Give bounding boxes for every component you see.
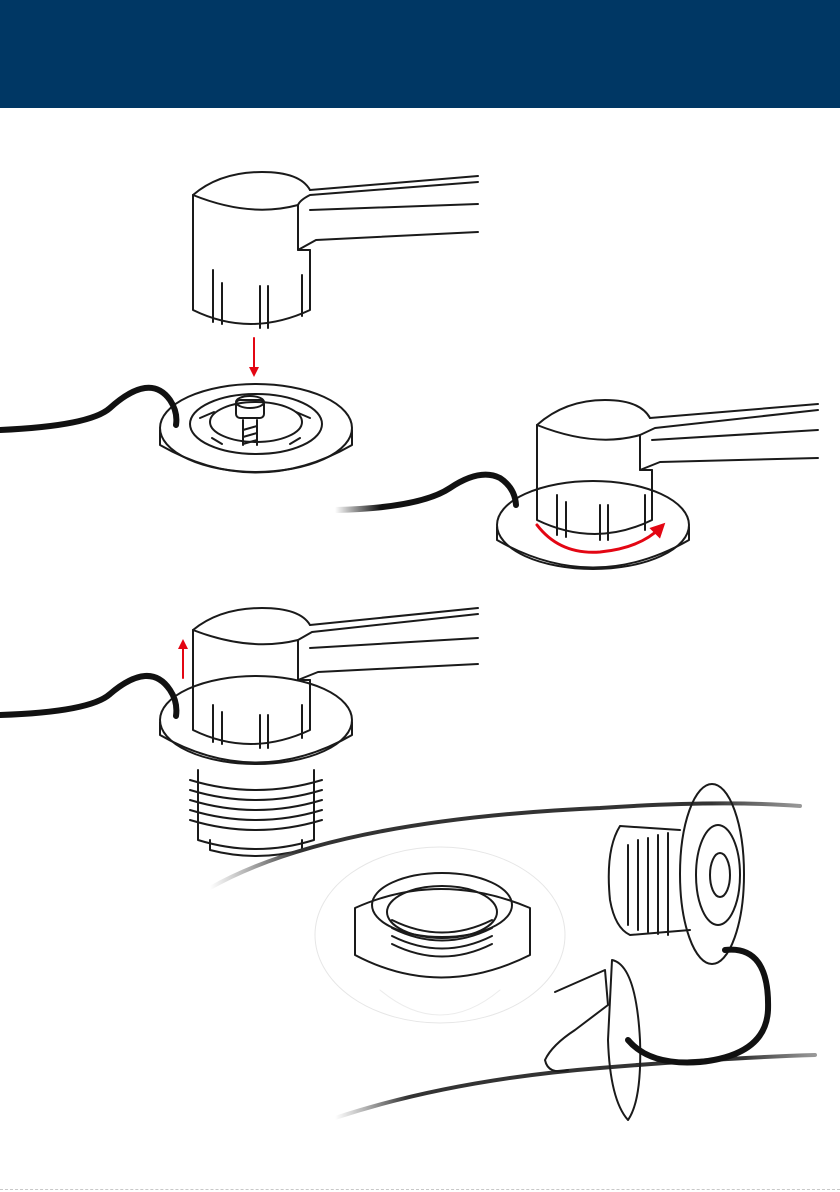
bottom-rule (0, 1189, 840, 1190)
threaded-valve-icon (160, 676, 352, 856)
valve-removal-illustration (0, 108, 840, 1192)
removed-valve-icon (609, 784, 744, 964)
tether-cable-icon (628, 950, 768, 1063)
step-4-valve-removed (210, 784, 815, 1120)
valve-socket-icon (315, 847, 565, 1023)
valve-wrench-icon (537, 400, 818, 540)
step-3-lift-out-valve (0, 608, 478, 856)
valve-base-icon (497, 481, 689, 569)
rotate-arrow-icon (537, 525, 660, 552)
valve-cap-icon (160, 384, 352, 473)
step-2-rotate-tool (335, 400, 818, 569)
header-band (0, 0, 840, 108)
valve-wrench-icon (193, 172, 478, 328)
boat-tube-icon (210, 803, 815, 1118)
tether-cable-icon (0, 388, 176, 430)
tether-cable-icon (0, 676, 176, 716)
step-1-place-tool-on-valve (0, 172, 478, 473)
tether-cable-icon (335, 475, 516, 510)
valve-wrench-icon (193, 608, 478, 748)
